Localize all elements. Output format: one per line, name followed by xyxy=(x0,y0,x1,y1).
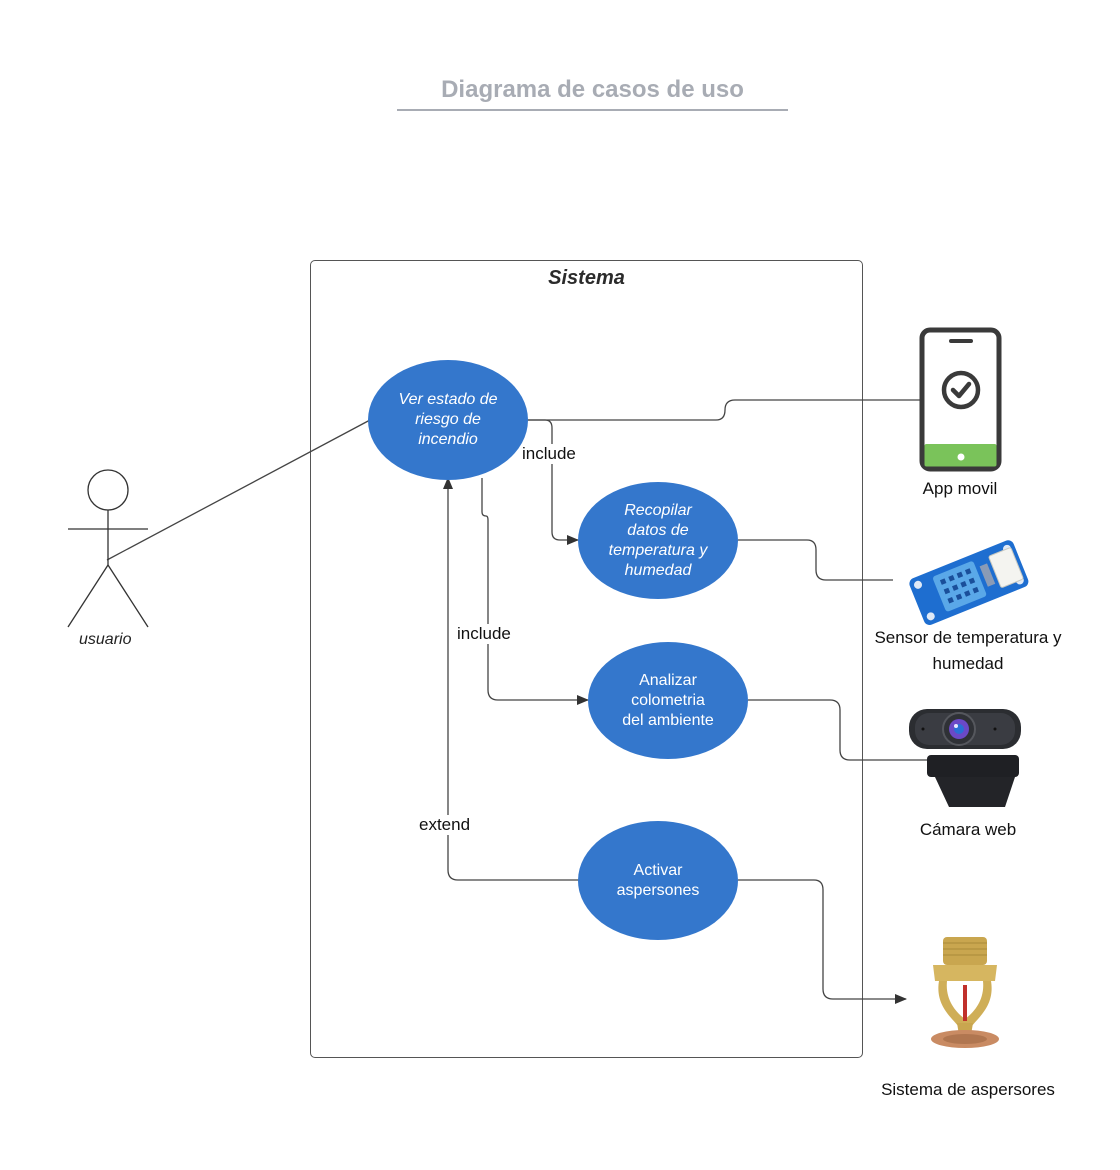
association-recopilar-sensor xyxy=(738,539,893,581)
use-case-line: Recopilar xyxy=(624,501,692,519)
actor-label: usuario xyxy=(79,631,132,648)
actor-stick-figure-icon[interactable] xyxy=(60,465,160,635)
use-case-ver-estado[interactable]: Ver estado de riesgo de incendio xyxy=(368,360,528,480)
include-ver-estado-recopilar xyxy=(527,419,579,545)
diagram-title: Diagrama de casos de uso xyxy=(441,76,744,103)
use-case-line: aspersones xyxy=(616,881,700,899)
use-case-line: Analizar xyxy=(639,671,697,689)
association-ver-estado-app xyxy=(527,399,921,421)
webcam-icon[interactable] xyxy=(905,703,1025,813)
use-case-line: riesgo de xyxy=(415,411,481,428)
association-analizar-camara xyxy=(748,699,935,761)
use-case-line: Ver estado de xyxy=(398,391,498,408)
device-label-camara: Cámara web xyxy=(919,820,1017,839)
fire-sprinkler-icon[interactable] xyxy=(925,935,1015,1065)
extend-label: extend xyxy=(418,815,472,835)
title-underline xyxy=(397,109,788,111)
device-label-app-movil: App movil xyxy=(922,479,998,498)
use-case-line: datos de xyxy=(627,521,689,539)
use-case-line: temperatura y xyxy=(608,541,708,559)
device-label-line: Sensor de temperatura y xyxy=(874,628,1062,647)
include-ver-estado-analizar xyxy=(481,478,589,705)
humidity-sensor-board-icon[interactable] xyxy=(900,535,1040,625)
device-label-aspersores: Sistema de aspersores xyxy=(881,1080,1055,1099)
system-boundary xyxy=(310,260,863,1058)
use-case-line: Activar xyxy=(633,861,683,879)
use-case-line: colometria xyxy=(631,691,705,709)
association-actor-ver-estado xyxy=(106,419,371,561)
include-label-1: include xyxy=(521,444,577,464)
include-label-2: include xyxy=(456,624,512,644)
use-case-line: del ambiente xyxy=(622,711,714,729)
use-case-line: incendio xyxy=(418,431,478,448)
device-label-line: humedad xyxy=(932,654,1004,673)
system-label: Sistema xyxy=(548,267,625,289)
use-case-activar[interactable]: Activar aspersones xyxy=(578,821,738,940)
extend-activar-ver-estado xyxy=(443,477,580,881)
use-case-recopilar[interactable]: Recopilar datos de temperatura y humedad xyxy=(578,482,738,599)
association-activar-aspersores xyxy=(738,879,907,1004)
use-case-line: humedad xyxy=(624,561,692,579)
device-label-sensor: Sensor de temperatura y humedad xyxy=(858,625,1078,677)
smartphone-check-icon[interactable] xyxy=(918,327,1004,473)
use-case-analizar[interactable]: Analizar colometria del ambiente xyxy=(588,642,748,759)
